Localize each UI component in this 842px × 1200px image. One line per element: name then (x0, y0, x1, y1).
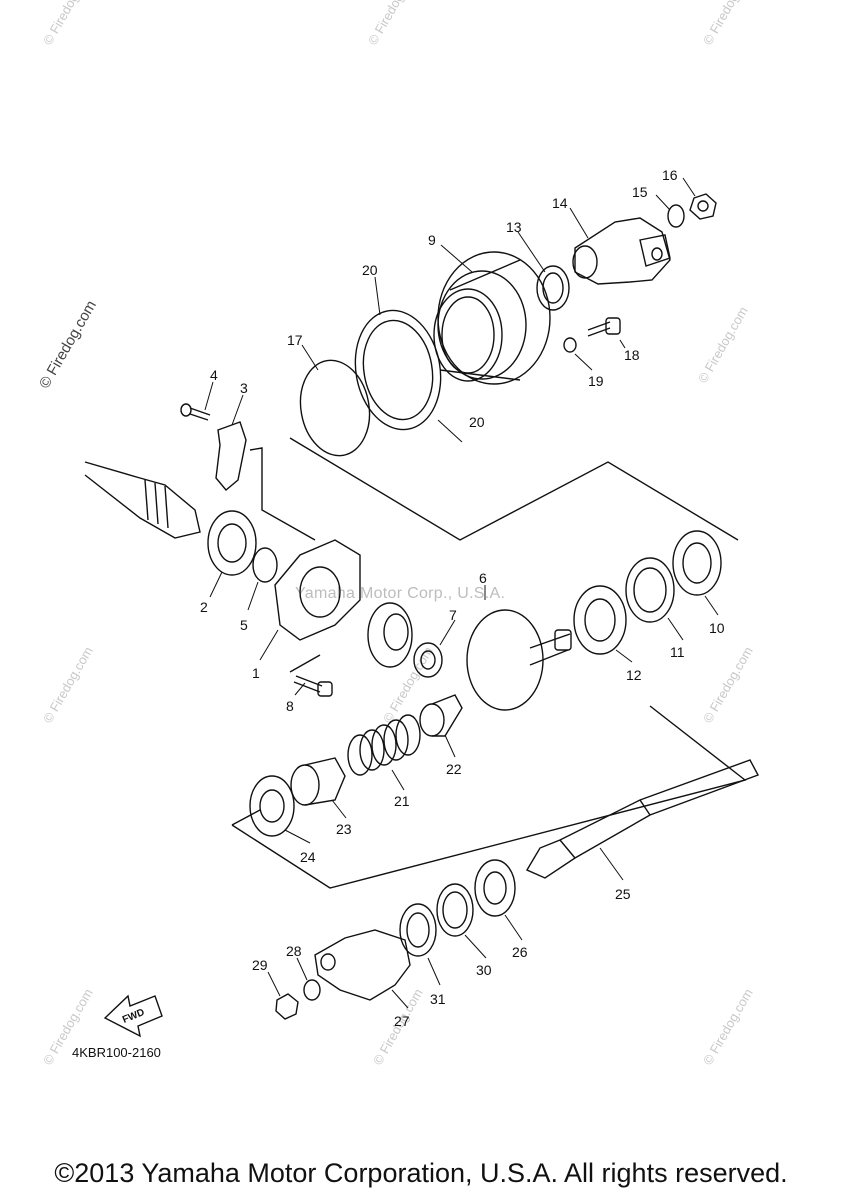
reference-line-upper (289, 437, 739, 541)
label-30: 30 (476, 962, 492, 978)
yoke-part-27 (314, 929, 411, 1001)
label-31: 31 (430, 991, 446, 1007)
part-labels: 16 15 14 13 9 20 17 18 19 20 4 3 2 5 1 8… (121, 167, 725, 1029)
label-21: 21 (394, 793, 410, 809)
copyright-footer: ©2013 Yamaha Motor Corporation, U.S.A. A… (54, 1158, 788, 1188)
spring-part-21 (347, 714, 421, 776)
label-14: 14 (552, 195, 568, 211)
washer-part-19 (563, 337, 577, 353)
yoke-part-14 (572, 217, 671, 285)
watermark-center: Yamaha Motor Corp., U.S.A. (295, 585, 506, 602)
label-26: 26 (512, 944, 528, 960)
label-13: 13 (506, 219, 522, 235)
bearing-part-12 (573, 585, 627, 655)
reference-line-bracket (249, 447, 316, 541)
housing-part-9 (433, 251, 551, 385)
stopper-part-3 (215, 421, 247, 491)
label-22: 22 (446, 761, 462, 777)
washer-part-15 (667, 204, 685, 228)
o-ring-part-17 (299, 359, 371, 457)
diagram-code: 4KBR100-2160 (72, 1045, 161, 1060)
label-1: 1 (252, 665, 260, 681)
shim-part-5 (252, 547, 278, 583)
label-27: 27 (394, 1013, 410, 1029)
label-6: 6 (479, 570, 487, 586)
ring-nut-part-30 (436, 883, 474, 937)
reference-line-bolt (289, 654, 321, 673)
washer-part-28 (303, 979, 321, 1001)
label-15: 15 (632, 184, 648, 200)
bolt-part-18 (587, 317, 621, 337)
fwd-label: FWD (121, 1007, 146, 1026)
label-3: 3 (240, 380, 248, 396)
collar-part-7 (413, 642, 443, 678)
drive-shaft-part-25 (525, 759, 759, 879)
bearing-part-26 (474, 859, 516, 917)
nut-part-29 (275, 993, 299, 1020)
label-10: 10 (709, 620, 725, 636)
label-20b: 20 (469, 414, 485, 430)
gear-set-part-6 (367, 602, 572, 711)
label-11: 11 (670, 644, 685, 660)
sleeve-part-22 (419, 694, 463, 737)
label-5: 5 (240, 617, 248, 633)
nut-part-16 (689, 193, 717, 220)
label-9: 9 (428, 232, 436, 248)
label-12: 12 (626, 667, 642, 683)
label-18: 18 (624, 347, 640, 363)
label-8: 8 (286, 698, 294, 714)
screw-part-4 (180, 403, 211, 421)
collar-part-23 (290, 757, 346, 806)
fwd-arrow-icon (103, 994, 163, 1038)
label-19: 19 (588, 373, 604, 389)
gasket-part-20 (354, 309, 442, 431)
bearing-housing-part-1 (274, 539, 361, 641)
bolt-part-8 (293, 675, 333, 697)
leader-lines (204, 177, 719, 1009)
label-4: 4 (210, 367, 218, 383)
label-23: 23 (336, 821, 352, 837)
ring-nut-part-11 (625, 557, 675, 623)
label-25: 25 (615, 886, 631, 902)
label-17: 17 (287, 332, 303, 348)
label-2: 2 (200, 599, 208, 615)
label-24: 24 (300, 849, 316, 865)
seal-part-31 (399, 903, 437, 957)
bearing-part-24 (249, 775, 295, 837)
reference-line-lower (231, 705, 747, 889)
seal-part-13 (536, 265, 570, 311)
pinion-shaft-end (84, 461, 201, 539)
label-28: 28 (286, 943, 302, 959)
reference-line-lower-tick (231, 809, 261, 826)
label-16: 16 (662, 167, 678, 183)
label-20a: 20 (362, 262, 378, 278)
label-29: 29 (252, 957, 268, 973)
bearing-part-10 (672, 530, 722, 596)
label-7: 7 (449, 607, 457, 623)
bearing-part-2 (207, 510, 257, 576)
